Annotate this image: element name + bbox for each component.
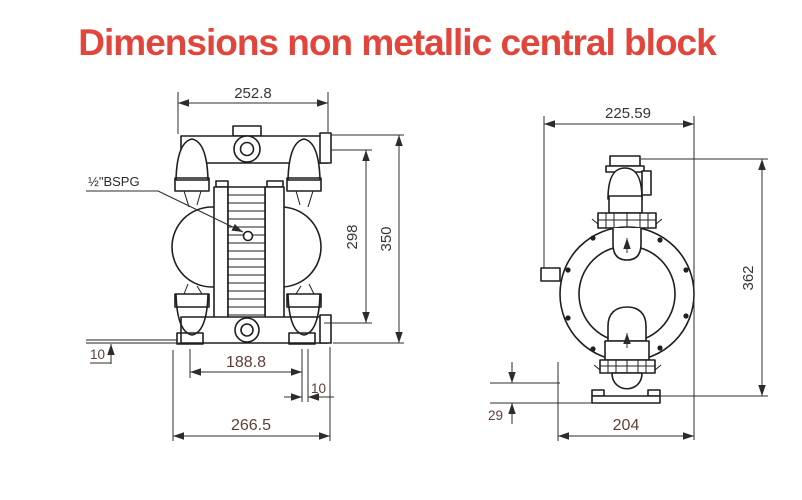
valve-bracket bbox=[641, 170, 652, 196]
top-right-flange bbox=[319, 132, 332, 164]
port-size-label: ½"BSPG bbox=[88, 174, 140, 189]
center-block-fins bbox=[228, 194, 265, 316]
valve-body bbox=[608, 195, 643, 214]
bottom-right-flange bbox=[319, 314, 332, 344]
dim-side-base-width: 204 bbox=[557, 362, 694, 441]
upper-left-union bbox=[174, 177, 210, 192]
side-view: 225.59 362 29 204 bbox=[488, 105, 768, 441]
left-foot bbox=[176, 332, 204, 345]
block-right-plate bbox=[264, 186, 285, 320]
dim-side-overall-height: 362 bbox=[641, 158, 768, 397]
upper-right-bonnet bbox=[287, 138, 321, 181]
lower-right-union bbox=[286, 293, 322, 308]
base-tab-right bbox=[647, 389, 661, 397]
dim-front-overall-height: 350 bbox=[331, 134, 404, 344]
dim-label-base-height: 29 bbox=[488, 408, 503, 423]
callout-leader bbox=[157, 190, 244, 233]
dim-front-body-height: 298 bbox=[324, 149, 372, 324]
block-tab-tr bbox=[266, 180, 284, 188]
top-cap bbox=[232, 125, 262, 137]
upper-left-bonnet bbox=[175, 138, 209, 181]
dim-label-body-height: 298 bbox=[344, 224, 361, 249]
top-port-outer bbox=[233, 135, 261, 163]
foot-bulge bbox=[611, 372, 643, 390]
dim-label-base-width: 204 bbox=[613, 417, 640, 434]
bottom-port-inner bbox=[240, 323, 254, 337]
dim-side-base-height: 29 bbox=[488, 362, 592, 424]
clamp-bolts bbox=[565, 235, 689, 352]
bottom-clamp-flange bbox=[593, 359, 662, 374]
lower-left-bonnet bbox=[175, 293, 209, 336]
dim-label-overall-width: 266.5 bbox=[231, 417, 271, 434]
dim-front-pad-width: 10 bbox=[284, 349, 334, 402]
base-plate bbox=[591, 395, 661, 404]
port-callout-boss bbox=[242, 230, 254, 242]
right-foot bbox=[288, 332, 316, 345]
lower-left-union bbox=[174, 293, 210, 308]
top-port-inner bbox=[239, 141, 255, 157]
dim-front-top-width: 252.8 bbox=[177, 85, 329, 134]
dim-front-foot-spacing: 188.8 bbox=[189, 349, 303, 402]
dim-label-foot-height: 10 bbox=[90, 347, 105, 362]
dim-front-foot-height: 10 bbox=[90, 344, 115, 364]
upper-right-union bbox=[286, 177, 322, 192]
dim-label-foot-spacing: 188.8 bbox=[226, 354, 266, 371]
valve-cap bbox=[609, 155, 641, 167]
top-clamp-flange bbox=[591, 212, 663, 229]
dim-label-overall-height: 350 bbox=[378, 226, 395, 251]
block-tab-tl bbox=[215, 180, 229, 188]
dim-label-top-width: 252.8 bbox=[234, 85, 272, 102]
front-view: ½"BSPG 252.8 350 298 10 bbox=[86, 85, 404, 441]
bottom-port-dome bbox=[607, 306, 647, 342]
dim-label-side-top-width: 225.59 bbox=[605, 105, 651, 122]
dim-side-top-width: 225.59 bbox=[543, 105, 695, 440]
dim-label-side-overall-height: 362 bbox=[740, 265, 757, 290]
dim-label-pad-width: 10 bbox=[311, 381, 326, 396]
page-title: Dimensions non metallic central block bbox=[78, 22, 717, 63]
lower-right-bonnet bbox=[287, 293, 321, 336]
dim-front-overall-width: 266.5 bbox=[172, 347, 331, 441]
block-left-plate bbox=[213, 186, 229, 320]
bottom-port-outer bbox=[234, 317, 260, 343]
neck-lines bbox=[183, 190, 315, 295]
muffler-tab bbox=[540, 267, 561, 282]
base-tab-left bbox=[591, 389, 605, 397]
